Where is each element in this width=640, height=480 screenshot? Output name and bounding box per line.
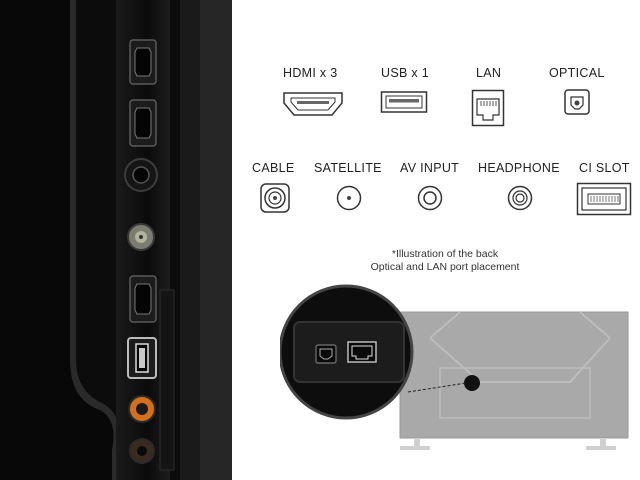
lan-label: LAN (476, 66, 502, 80)
ci-slot-icon (576, 182, 632, 216)
headphone-port-icon (507, 185, 533, 211)
lan-port-detail (347, 341, 377, 363)
cable-port-icon (260, 183, 290, 213)
usb-label: USB x 1 (381, 66, 429, 80)
coax-port-photo (127, 223, 155, 251)
satellite-label: SATELLITE (314, 161, 382, 175)
cable-label: CABLE (252, 161, 295, 175)
tv-back-panel (399, 311, 629, 450)
usb-port-icon (380, 91, 428, 113)
hdmi-port-photo (129, 275, 157, 323)
hdmi-port-icon (283, 92, 343, 116)
optical-label: OPTICAL (549, 66, 605, 80)
av-port-photo (128, 395, 156, 423)
hdmi-label: HDMI x 3 (283, 66, 338, 80)
hdmi-port-photo (129, 39, 157, 85)
satellite-port-photo (124, 158, 158, 192)
illustration-note-line2: Optical and LAN port placement (370, 261, 520, 273)
headphone-label: HEADPHONE (478, 161, 560, 175)
zoom-detail (280, 284, 414, 420)
ci-slot-label: CI SLOT (579, 161, 630, 175)
av-input-label: AV INPUT (400, 161, 460, 175)
optical-port-detail (315, 344, 337, 364)
lan-port-icon (471, 89, 505, 127)
tv-back-illustration (280, 284, 629, 450)
optical-port-icon (564, 89, 590, 115)
headphone-port-photo (129, 438, 155, 464)
satellite-port-icon (336, 185, 362, 211)
tv-side-illustration (0, 0, 232, 480)
av-input-port-icon (417, 185, 443, 211)
usb-port-photo (127, 337, 157, 379)
illustration-note-line1: *Illustration of the back (391, 248, 499, 260)
tv-side-ports-photo (0, 0, 232, 480)
hdmi-port-photo (129, 99, 157, 147)
